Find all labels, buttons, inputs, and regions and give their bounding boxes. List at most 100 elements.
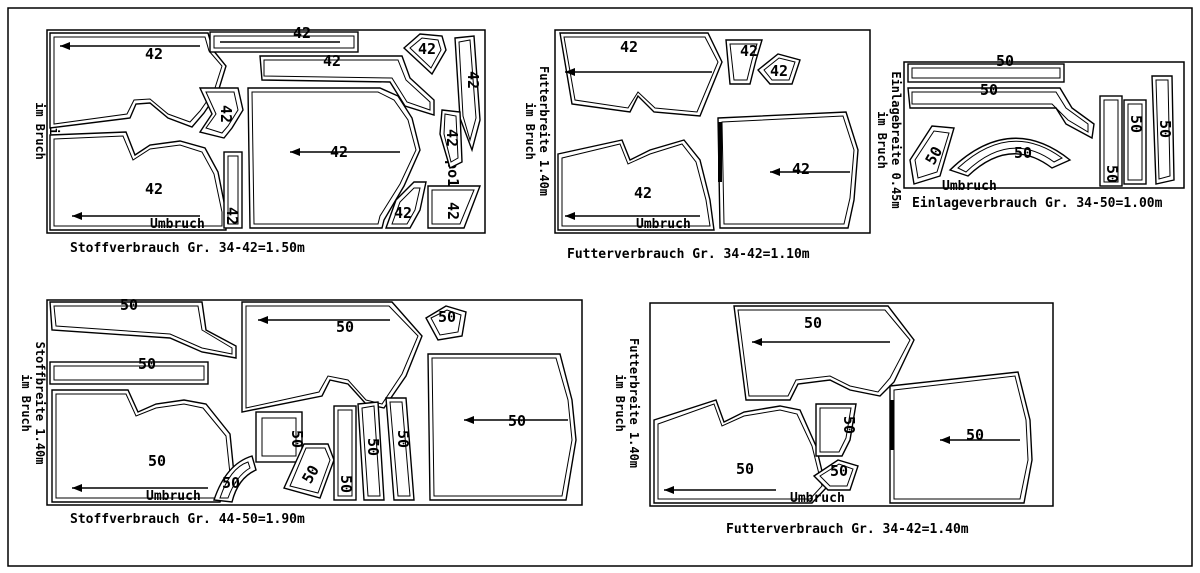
pattern-piece: 50 [907,52,1065,83]
fabric-width-text: Futterbreite 1.40m [537,66,551,196]
fabric-width-text: Futterbreite 1.40m [627,338,641,468]
pattern-piece: 50 [241,301,423,413]
size-label: 42 [634,184,652,202]
pattern-piece: 42 Ewpo11 [247,87,462,229]
pattern-piece: 42 [223,151,243,229]
size-label: 50 [364,438,382,456]
pattern-piece: 50 [427,353,577,501]
size-label: 42 [792,160,810,178]
size-label: 50 [804,314,822,332]
pattern-piece: 42 [559,32,723,117]
size-label: 50 [337,475,355,493]
size-label: 50 [438,308,456,326]
pattern-piece: 50 Umbruch [51,389,235,504]
size-label: 50 [996,52,1014,70]
size-label: 50 [288,430,306,448]
size-label: 50 [980,81,998,99]
size-label: 50 [840,416,858,434]
pattern-piece: 50 [333,405,357,501]
pattern-piece: 50 [1151,75,1175,185]
pattern-piece: 50 [948,137,1072,177]
fabric-width-label: Futterbreite 1.40m im Bruch [523,66,551,196]
layout-einlage-34-50: Einlagebreite 0.45m im Bruch 50 50 50 50… [875,52,1185,211]
size-label: 50 [120,296,138,314]
pattern-piece: 42 [725,39,763,85]
fold-label: Umbruch [150,217,205,232]
size-label: 50 [830,462,848,480]
fold-label: Umbruch [636,217,691,232]
layout-futter-34-42: Futterbreite 1.40m im Bruch 42 42 Umbruc… [523,29,871,262]
pattern-piece: 50 Umbruch [653,399,845,506]
pattern-piece: 50 [909,125,955,185]
fold-note-text: im Bruch [613,374,627,432]
fold-note-text: im Bruch [33,102,47,160]
pattern-piece: 42 [209,24,359,53]
pattern-piece: 50 [733,305,915,401]
fold-note-text: im Bruch [523,102,537,160]
size-label: 42 [418,40,436,58]
fabric-width-text: Einlagebreite 0.45m [889,71,903,208]
pattern-piece: 50 [385,397,415,501]
pattern-piece: 50 [49,355,209,385]
size-label: 42 [293,24,311,42]
pattern-piece: 50 [49,296,237,359]
size-label: 42 [394,204,412,222]
consumption-caption: Stoffverbrauch Gr. 34-42=1.50m [70,241,305,256]
size-label: 42 [145,180,163,198]
size-label: 42 [443,129,461,147]
pattern-piece: 50 [907,81,1095,140]
size-label: 50 [222,474,240,492]
size-label: 42 [217,105,235,123]
fabric-width-text: Stoffbreite 1.40m [33,342,47,465]
pattern-piece: 42 [402,33,447,76]
size-label: 42 [770,62,788,80]
fabric-width-label: Futterbreite 1.40m im Bruch [613,338,641,468]
size-label: 50 [138,355,156,373]
size-label: 50 [736,460,754,478]
pattern-piece: 50 [255,411,306,463]
layout-stoff-34-42: Stoffbreite 1.40m im Bruch 42 42 Umbruch… [33,24,486,256]
size-label: 42 [464,71,482,89]
fold-note-text: im Bruch [19,374,33,432]
fold-label: Umbruch [942,179,997,194]
pattern-piece: 42 [454,35,482,153]
layout-stoff-44-50: Stoffbreite 1.40m im Bruch 50 50 50 Umbr… [19,296,583,527]
pattern-piece: 42 Umbruch [49,131,227,232]
pattern-piece: 42 [427,185,482,229]
fabric-width-label: Stoffbreite 1.40m im Bruch [19,342,47,465]
pattern-piece: 50 [1123,99,1147,185]
pattern-piece: 42 [717,111,859,229]
pattern-piece: 50 [213,455,257,503]
size-label: 50 [394,430,412,448]
pattern-piece: 42 [385,181,427,229]
pattern-piece: 50 [357,401,385,501]
consumption-caption: Stoffverbrauch Gr. 44-50=1.90m [70,512,305,527]
consumption-caption: Futterverbrauch Gr. 34-42=1.10m [567,247,810,262]
pattern-piece: 50 [425,305,467,341]
size-label: 50 [336,318,354,336]
pattern-piece: 42 [198,87,244,139]
layout-futter-1-40: Futterbreite 1.40m im Bruch 50 50 Umbruc… [613,302,1054,537]
pattern-piece: 42 [259,52,435,116]
size-label: 50 [508,412,526,430]
fold-note-text: im Bruch [875,111,889,169]
fabric-width-label: Einlagebreite 0.45m im Bruch [875,71,903,208]
pattern-piece: 42 [756,53,801,85]
size-label: 42 [740,42,758,60]
size-label: 42 [323,52,341,70]
size-label: 50 [966,426,984,444]
fold-label: Umbruch [790,491,845,506]
fold-label: Umbruch [146,489,201,504]
pattern-piece: 50 [889,371,1033,504]
pattern-piece: 50 [283,443,335,499]
size-label: 42 [330,143,348,161]
pattern-piece: 50 [812,459,859,491]
consumption-caption: Futterverbrauch Gr. 34-42=1.40m [726,522,969,537]
size-label: 50 [148,452,166,470]
size-label: 50 [1103,165,1121,183]
size-label: 42 [223,207,241,225]
pattern-piece: 50 [1099,95,1123,187]
pattern-piece: 50 [815,403,858,457]
size-label: 42 [145,45,163,63]
